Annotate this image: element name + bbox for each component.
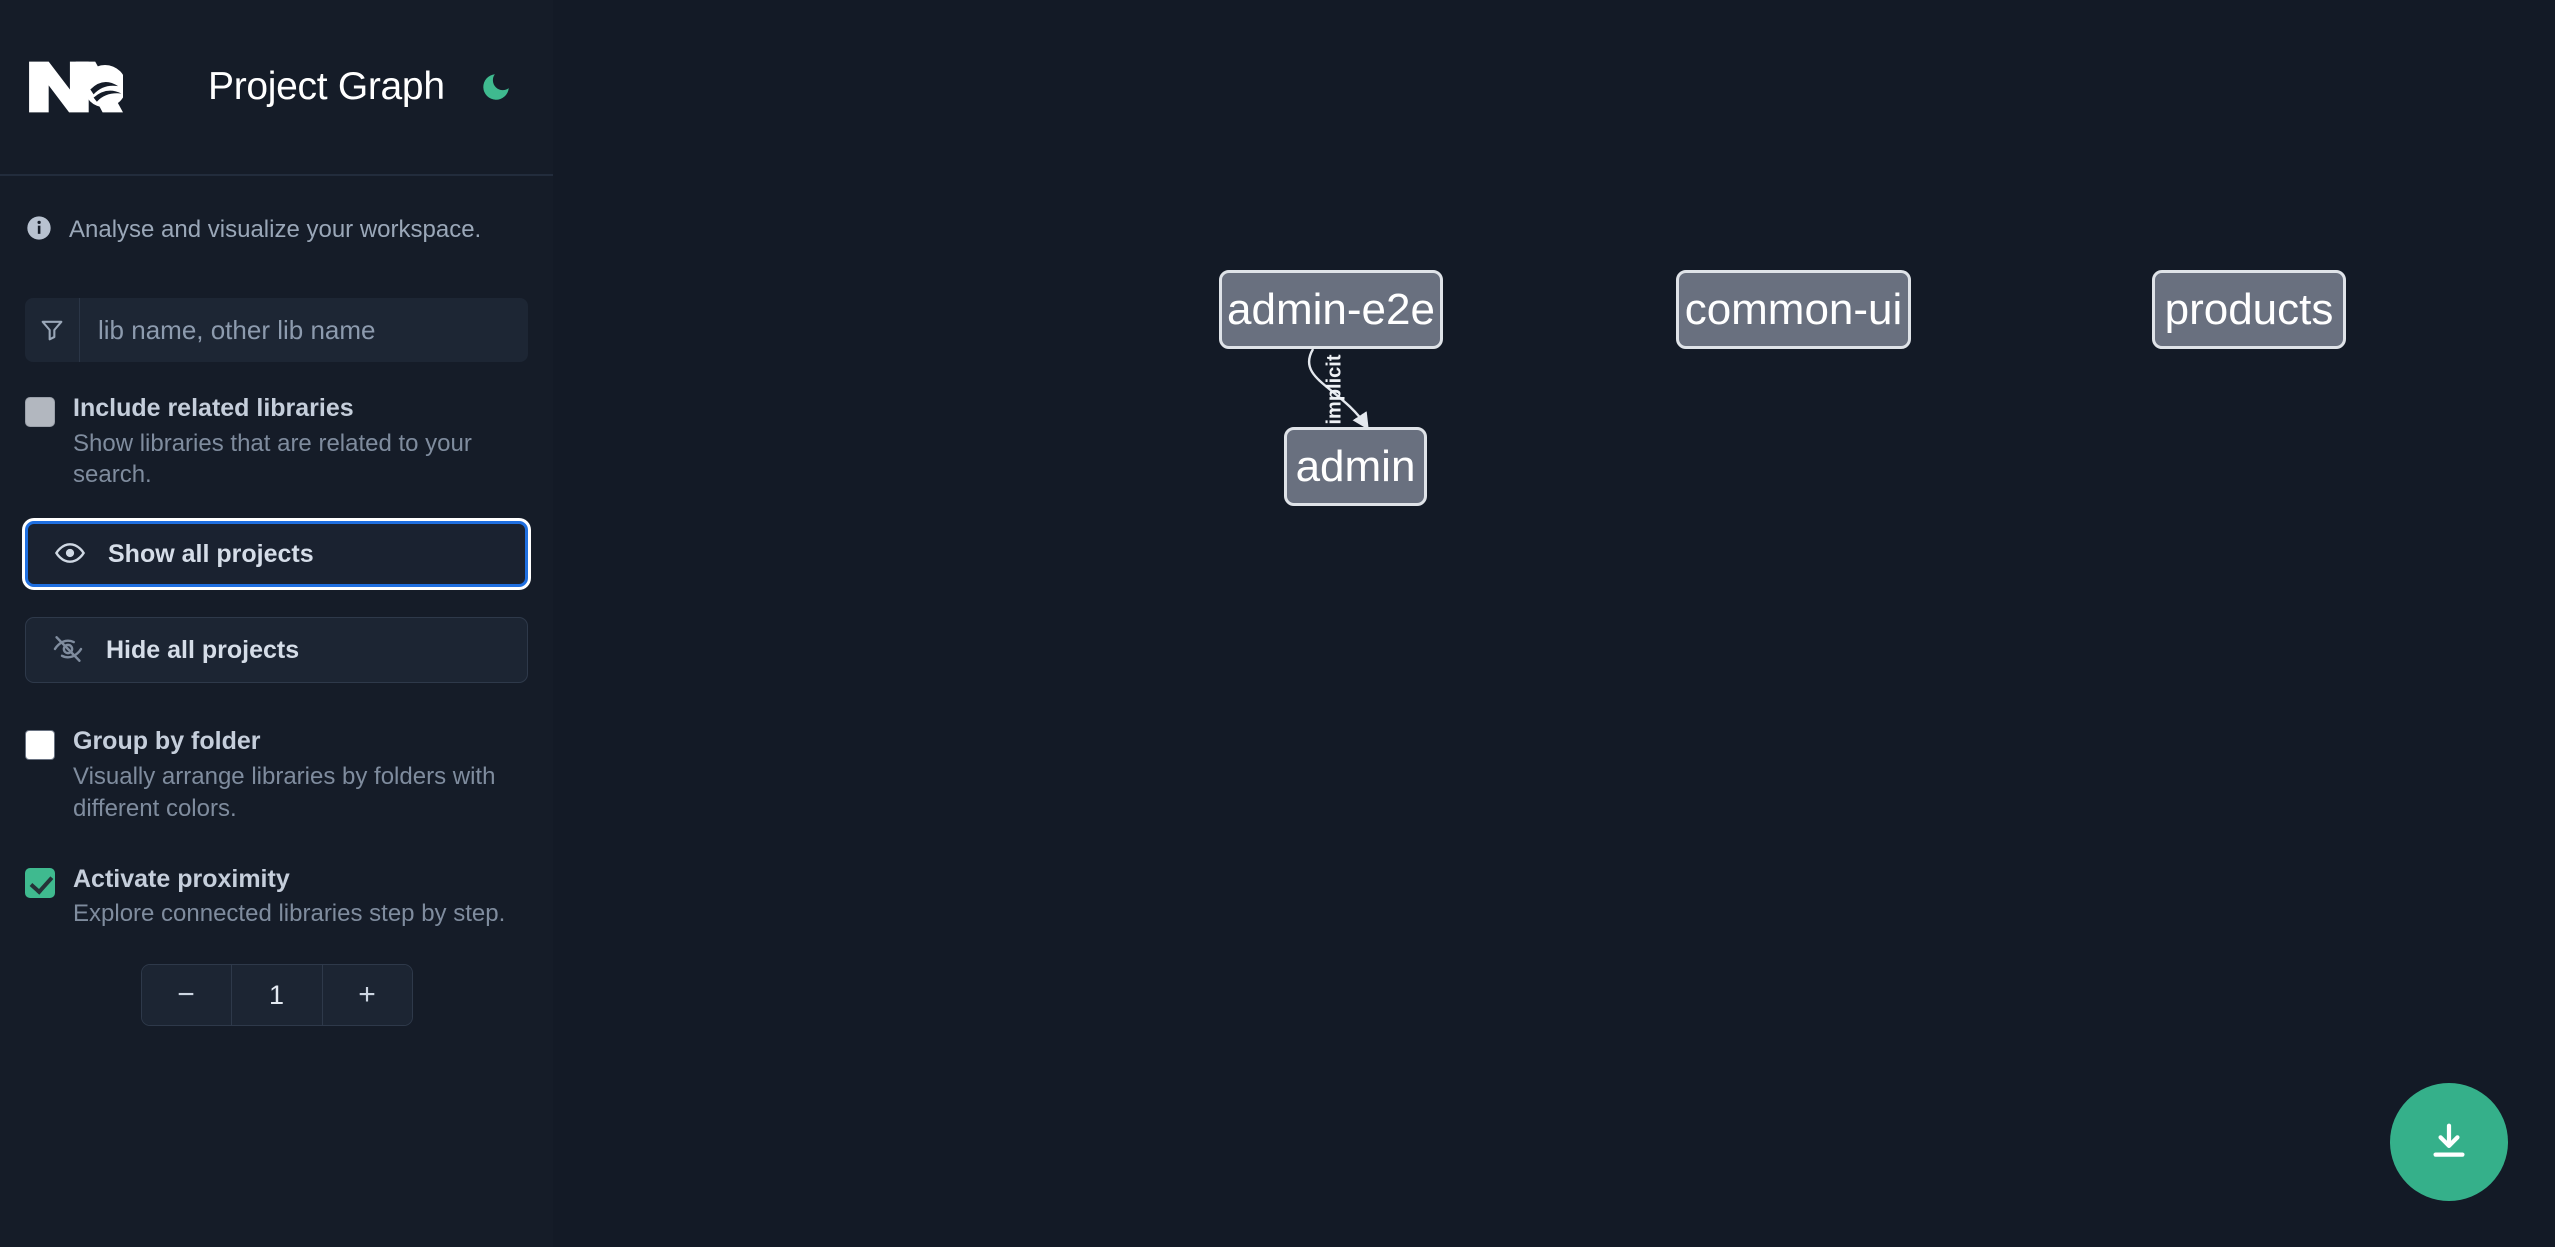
graph-node-label: common-ui bbox=[1684, 284, 1903, 334]
graph-node-admin[interactable]: admin bbox=[1284, 427, 1427, 506]
activate-proximity-label: Activate proximity bbox=[73, 864, 290, 893]
moon-icon[interactable] bbox=[477, 68, 515, 106]
proximity-value: 1 bbox=[231, 965, 322, 1026]
group-by-folder-label: Group by folder bbox=[73, 727, 261, 756]
graph-edges bbox=[1307, 348, 1369, 430]
include-related-libraries-checkbox[interactable] bbox=[25, 397, 55, 427]
search-box bbox=[25, 298, 528, 362]
eye-off-icon bbox=[52, 633, 84, 668]
hide-all-projects-button[interactable]: Hide all projects bbox=[25, 617, 528, 684]
info-icon bbox=[25, 214, 53, 247]
filter-funnel-icon bbox=[25, 298, 80, 362]
sidebar-header: Project Graph bbox=[0, 0, 553, 176]
option-group-by-folder[interactable]: Group by folder Visually arrange librari… bbox=[25, 727, 528, 824]
include-related-libraries-description: Show libraries that are related to your … bbox=[73, 429, 472, 489]
tagline: Analyse and visualize your workspace. bbox=[25, 210, 528, 250]
option-include-related-libraries[interactable]: Include related libraries Show libraries… bbox=[25, 394, 528, 491]
hide-all-projects-label: Hide all projects bbox=[106, 635, 300, 664]
eye-icon bbox=[54, 537, 86, 572]
proximity-increment-button[interactable]: + bbox=[321, 965, 412, 1026]
sidebar: Project Graph Analyse and visualize your… bbox=[0, 0, 553, 1247]
graph-node-common-ui[interactable]: common-ui bbox=[1676, 270, 1911, 349]
graph-node-label: admin-e2e bbox=[1227, 284, 1435, 334]
tagline-text: Analyse and visualize your workspace. bbox=[69, 216, 482, 243]
page-title: Project Graph bbox=[208, 65, 445, 108]
search-input[interactable] bbox=[80, 298, 528, 362]
show-all-projects-button[interactable]: Show all projects bbox=[25, 521, 528, 588]
graph-node-products[interactable]: products bbox=[2152, 270, 2346, 349]
sidebar-body: Analyse and visualize your workspace. In… bbox=[0, 210, 553, 1027]
option-activate-proximity[interactable]: Activate proximity Explore connected lib… bbox=[25, 865, 528, 930]
show-all-projects-label: Show all projects bbox=[108, 539, 314, 568]
include-related-libraries-label: Include related libraries bbox=[73, 394, 354, 422]
graph-node-admin-e2e[interactable]: admin-e2e bbox=[1219, 270, 1443, 349]
graph-node-label: admin bbox=[1295, 441, 1416, 491]
download-image-button[interactable] bbox=[2390, 1083, 2508, 1201]
group-by-folder-checkbox[interactable] bbox=[25, 730, 55, 761]
nx-logo-icon bbox=[25, 55, 127, 119]
group-by-folder-description: Visually arrange libraries by folders wi… bbox=[73, 762, 496, 822]
activate-proximity-checkbox[interactable] bbox=[25, 867, 55, 898]
graph-node-label: products bbox=[2164, 284, 2334, 334]
proximity-decrement-button[interactable]: − bbox=[141, 965, 232, 1026]
proximity-stepper: − 1 + bbox=[140, 964, 413, 1027]
graph-edge-label: implicit bbox=[1323, 354, 1346, 425]
graph-canvas[interactable]: admin-e2ecommon-uiproductsstore-e2eadmin… bbox=[553, 0, 2555, 1247]
activate-proximity-description: Explore connected libraries step by step… bbox=[73, 900, 506, 928]
